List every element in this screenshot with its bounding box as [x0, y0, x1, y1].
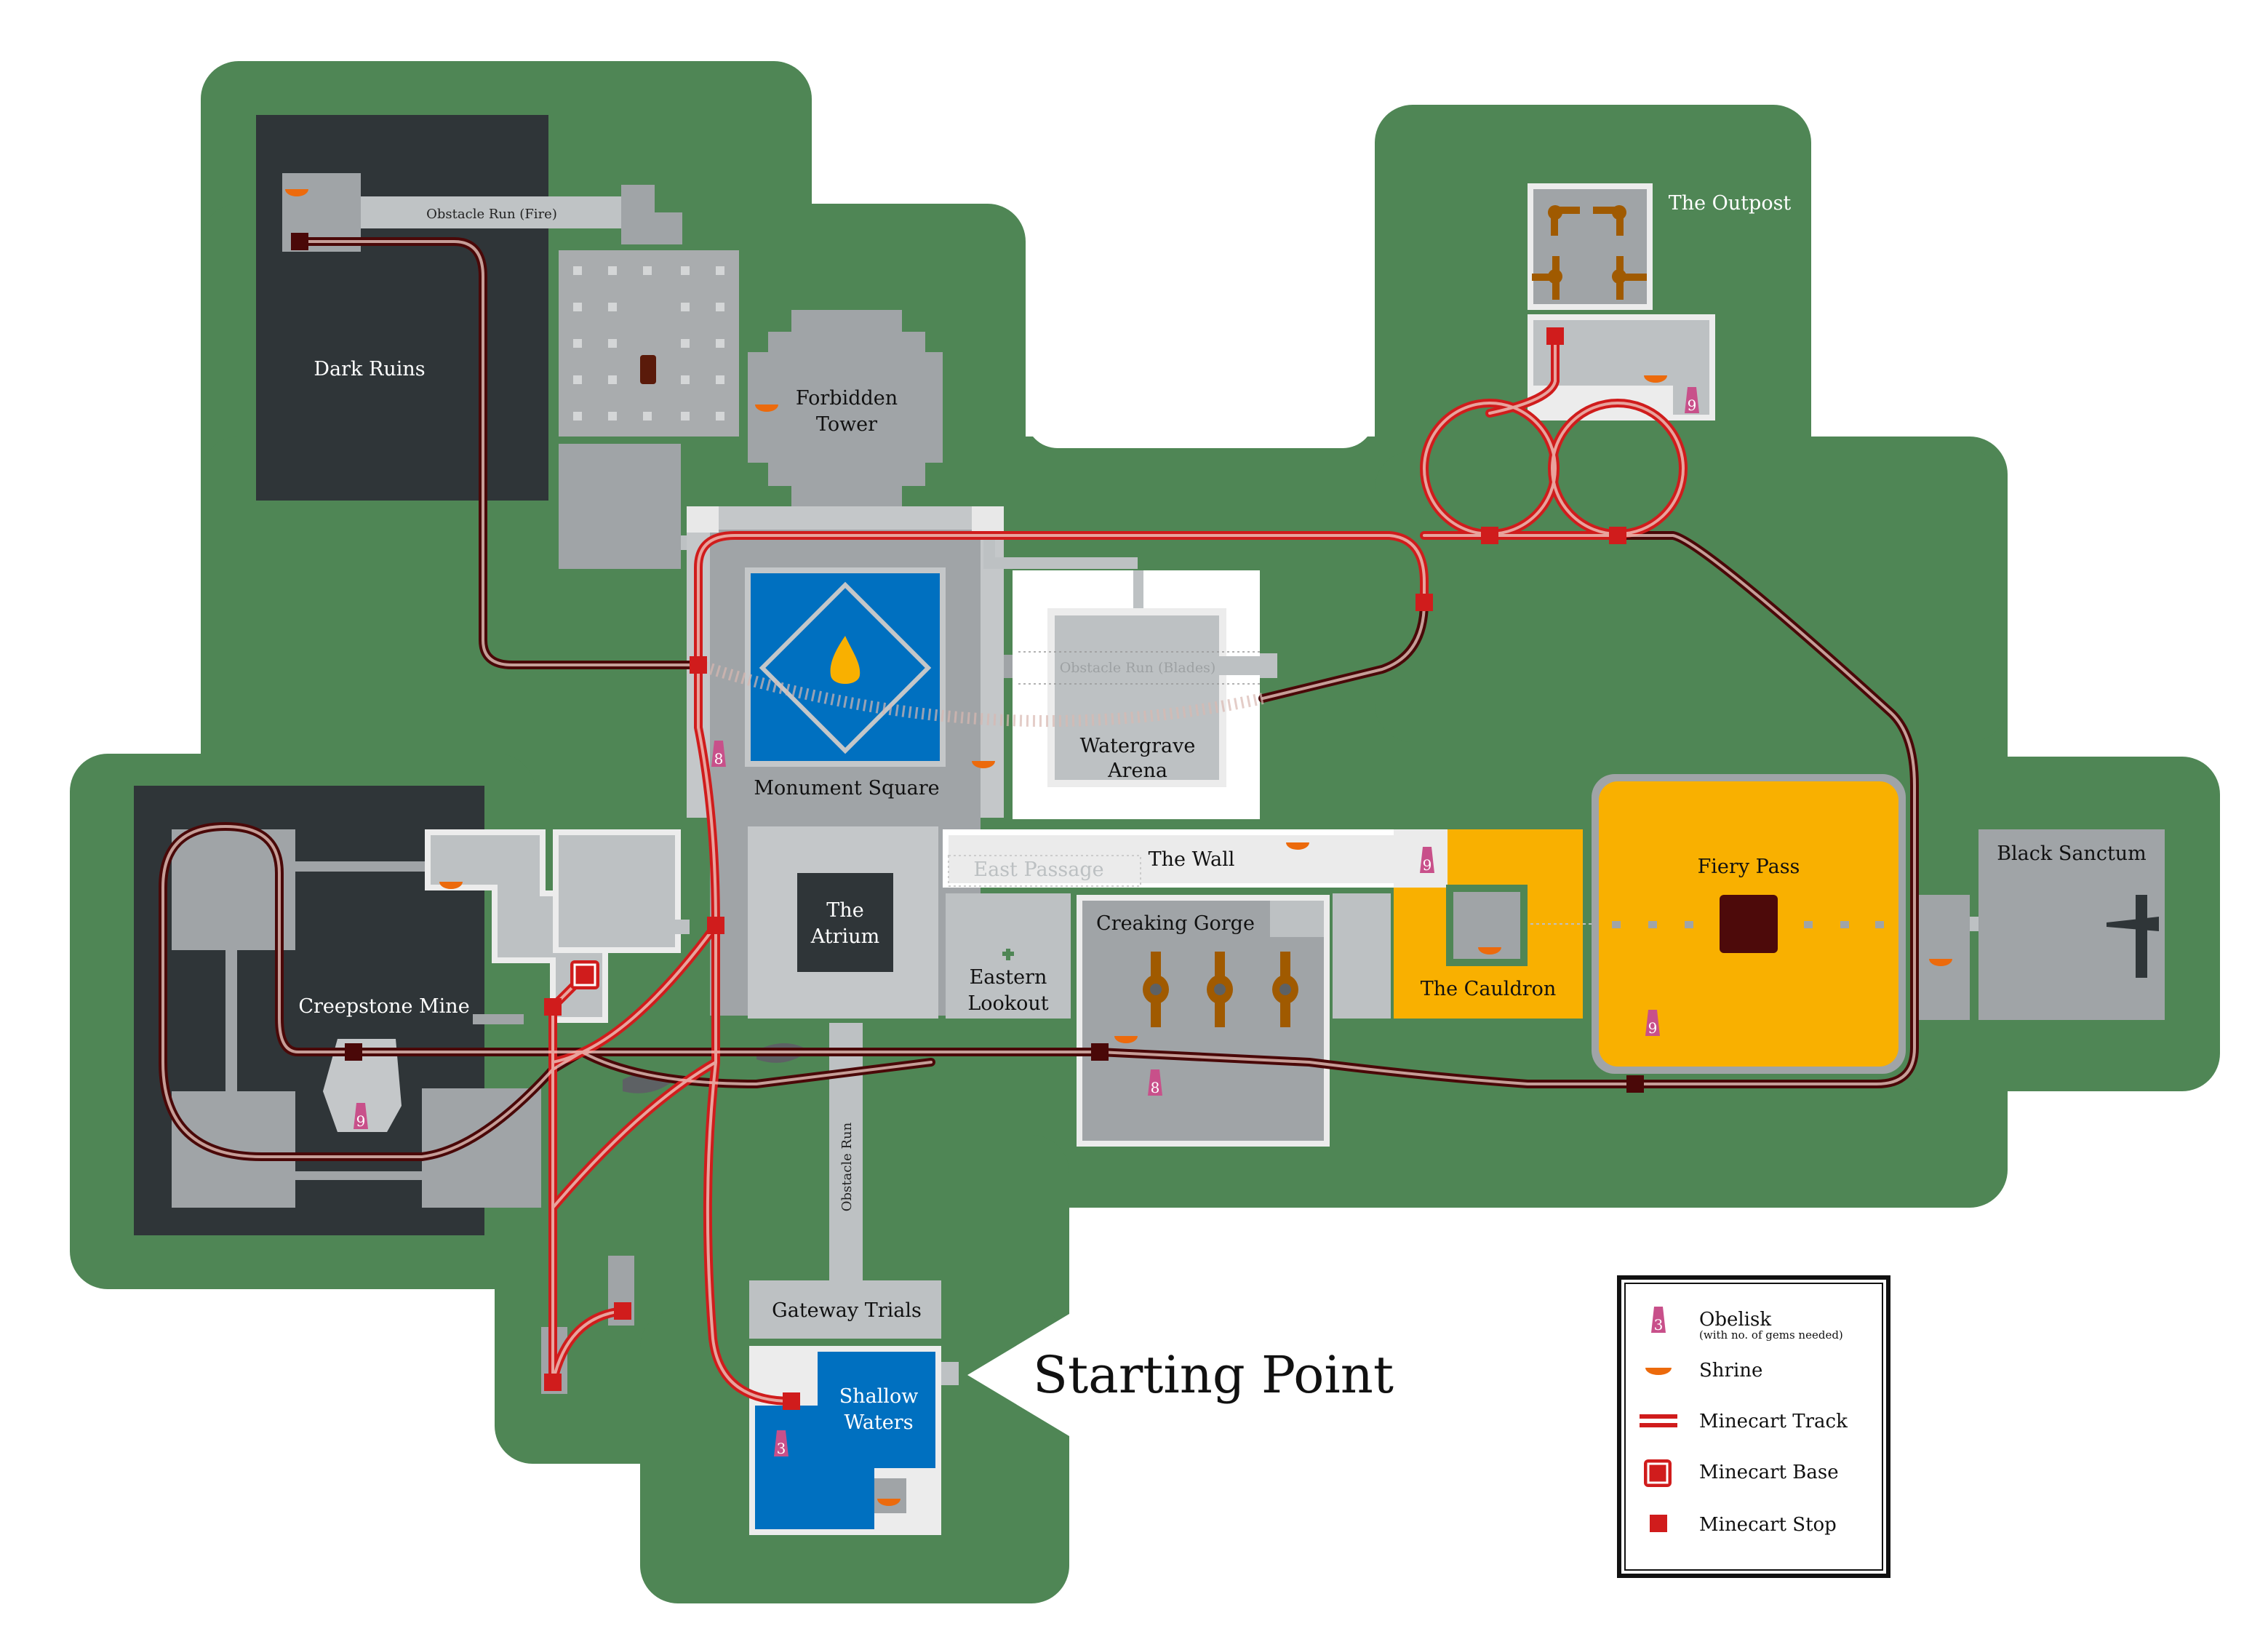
obstacle-run-corridor: [829, 1023, 863, 1280]
minecart-stop-icon: [1546, 327, 1564, 345]
label-creepstone-mine[interactable]: Creepstone Mine: [298, 995, 469, 1018]
obelisk-icon: 9: [1420, 847, 1434, 874]
flame-icon: [830, 636, 861, 684]
obelisk-icon: 8: [711, 741, 726, 768]
obelisk-icon: 9: [354, 1103, 368, 1130]
label-obstacle-run-fire[interactable]: Obstacle Run (Fire): [426, 207, 557, 222]
label-obstacle-run-blades[interactable]: Obstacle Run (Blades): [1060, 660, 1216, 676]
fountain-diamond: [759, 581, 932, 754]
shrine-icon: [1478, 947, 1501, 954]
svg-text:Lookout: Lookout: [967, 992, 1048, 1015]
shrine-icon: [1286, 842, 1309, 850]
airship-icon: [2107, 895, 2159, 978]
label-eastern-lookout[interactable]: Eastern: [970, 966, 1047, 989]
svg-text:9: 9: [356, 1112, 366, 1130]
label-obstacle-run[interactable]: Obstacle Run: [839, 1122, 855, 1211]
legend-track: Minecart Track: [1699, 1411, 1848, 1432]
legend: 3 Obelisk (with no. of gems needed) Shri…: [1617, 1275, 1890, 1578]
obelisk-icon: 3: [1651, 1307, 1666, 1334]
label-the-atrium[interactable]: The: [826, 899, 863, 922]
outpost-pipes: [1532, 205, 1647, 300]
mine-cave: [323, 1039, 402, 1132]
minecart-stop-icon: [1626, 1075, 1644, 1093]
label-fiery-pass[interactable]: Fiery Pass: [1698, 856, 1800, 878]
shrine-icon: [1645, 1368, 1672, 1375]
minecart-stop-icon: [690, 656, 707, 674]
shrine-icon: [1929, 959, 1952, 966]
label-the-wall[interactable]: The Wall: [1149, 848, 1235, 871]
svg-text:9: 9: [1648, 1019, 1658, 1037]
minecart-stop-icon: [1481, 527, 1498, 544]
minecart-stop-icon: [1650, 1515, 1667, 1532]
svg-text:3: 3: [777, 1440, 786, 1457]
label-creaking-gorge[interactable]: Creaking Gorge: [1096, 912, 1255, 935]
label-east-passage[interactable]: East Passage: [973, 858, 1103, 881]
legend-stop: Minecart Stop: [1699, 1514, 1837, 1536]
blades-track-faint: [696, 659, 1264, 728]
svg-text:8: 8: [714, 750, 724, 768]
label-gateway-trials[interactable]: Gateway Trials: [772, 1299, 922, 1322]
legend-base: Minecart Base: [1699, 1462, 1839, 1483]
sarcophagus-icon: [640, 355, 656, 384]
label-monument-square[interactable]: Monument Square: [754, 777, 939, 800]
minecart-tracks: [159, 237, 1919, 1406]
svg-text:8: 8: [1151, 1079, 1160, 1096]
minecart-base-icon: [1644, 1459, 1672, 1487]
gateway-trials-room: [749, 1280, 941, 1339]
label-dark-ruins[interactable]: Dark Ruins: [314, 358, 425, 380]
minecart-stop-icon: [544, 998, 562, 1016]
legend-obelisk-note: (with no. of gems needed): [1699, 1328, 1843, 1342]
label-forbidden-tower[interactable]: Forbidden: [796, 387, 898, 410]
legend-shrine: Shrine: [1699, 1360, 1762, 1382]
legend-obelisk: Obelisk: [1699, 1309, 1771, 1331]
minecart-stop-icon: [1609, 527, 1626, 544]
minecart-stop-icon: [544, 1374, 562, 1391]
shrine-icon: [972, 761, 995, 768]
shrine-icon: [755, 404, 778, 412]
label-the-cauldron[interactable]: The Cauldron: [1421, 978, 1557, 1000]
obelisk-icon: 9: [1685, 387, 1699, 414]
minecart-stop-icon: [614, 1302, 631, 1320]
label-black-sanctum[interactable]: Black Sanctum: [1997, 842, 2147, 865]
obelisk-icon: 9: [1645, 1010, 1660, 1037]
starting-point-label[interactable]: Starting Point: [1033, 1345, 1394, 1405]
shrine-icon: [1644, 375, 1667, 383]
minecart-stop-icon: [783, 1392, 800, 1410]
minecart-stop-icon: [707, 917, 724, 934]
obelisk-icon: 8: [1148, 1069, 1162, 1096]
label-the-outpost[interactable]: The Outpost: [1669, 192, 1792, 215]
svg-text:9: 9: [1423, 856, 1432, 874]
obelisk-icon: 3: [774, 1430, 788, 1457]
label-shallow-waters[interactable]: Shallow: [839, 1385, 919, 1408]
svg-text:Waters: Waters: [844, 1411, 913, 1434]
dark-ruins-zone[interactable]: [256, 115, 548, 501]
svg-text:3: 3: [1654, 1316, 1664, 1334]
minecart-base-icon: [570, 960, 599, 989]
minecart-stop-icon: [1091, 1043, 1109, 1061]
grid-room: [559, 250, 739, 437]
minecart-stops: [291, 233, 1644, 1410]
shrine-icon: [439, 882, 463, 889]
shrine-icon: [285, 189, 308, 196]
label-watergrave-arena[interactable]: Watergrave: [1080, 735, 1196, 757]
shrine-icon: [1114, 1036, 1138, 1043]
shrine-icon: [877, 1499, 901, 1506]
svg-text:Arena: Arena: [1107, 760, 1167, 782]
track-icon: [1640, 1414, 1677, 1427]
minecart-stop-icon: [1415, 594, 1433, 611]
starting-point-pointer: [967, 1310, 1077, 1440]
minecart-stop-icon: [345, 1043, 362, 1061]
forbidden-tower-room: [748, 310, 943, 506]
location-labels: Dark Ruins Obstacle Run (Fire) Forbidden…: [298, 192, 2146, 1434]
obelisks: 8 9 9 9 9 8 3: [354, 387, 1699, 1457]
svg-text:Tower: Tower: [816, 413, 877, 436]
minecart-stop-icon: [291, 233, 308, 250]
svg-text:9: 9: [1688, 396, 1697, 414]
shrines: [285, 189, 1952, 1506]
svg-text:Atrium: Atrium: [810, 925, 879, 948]
